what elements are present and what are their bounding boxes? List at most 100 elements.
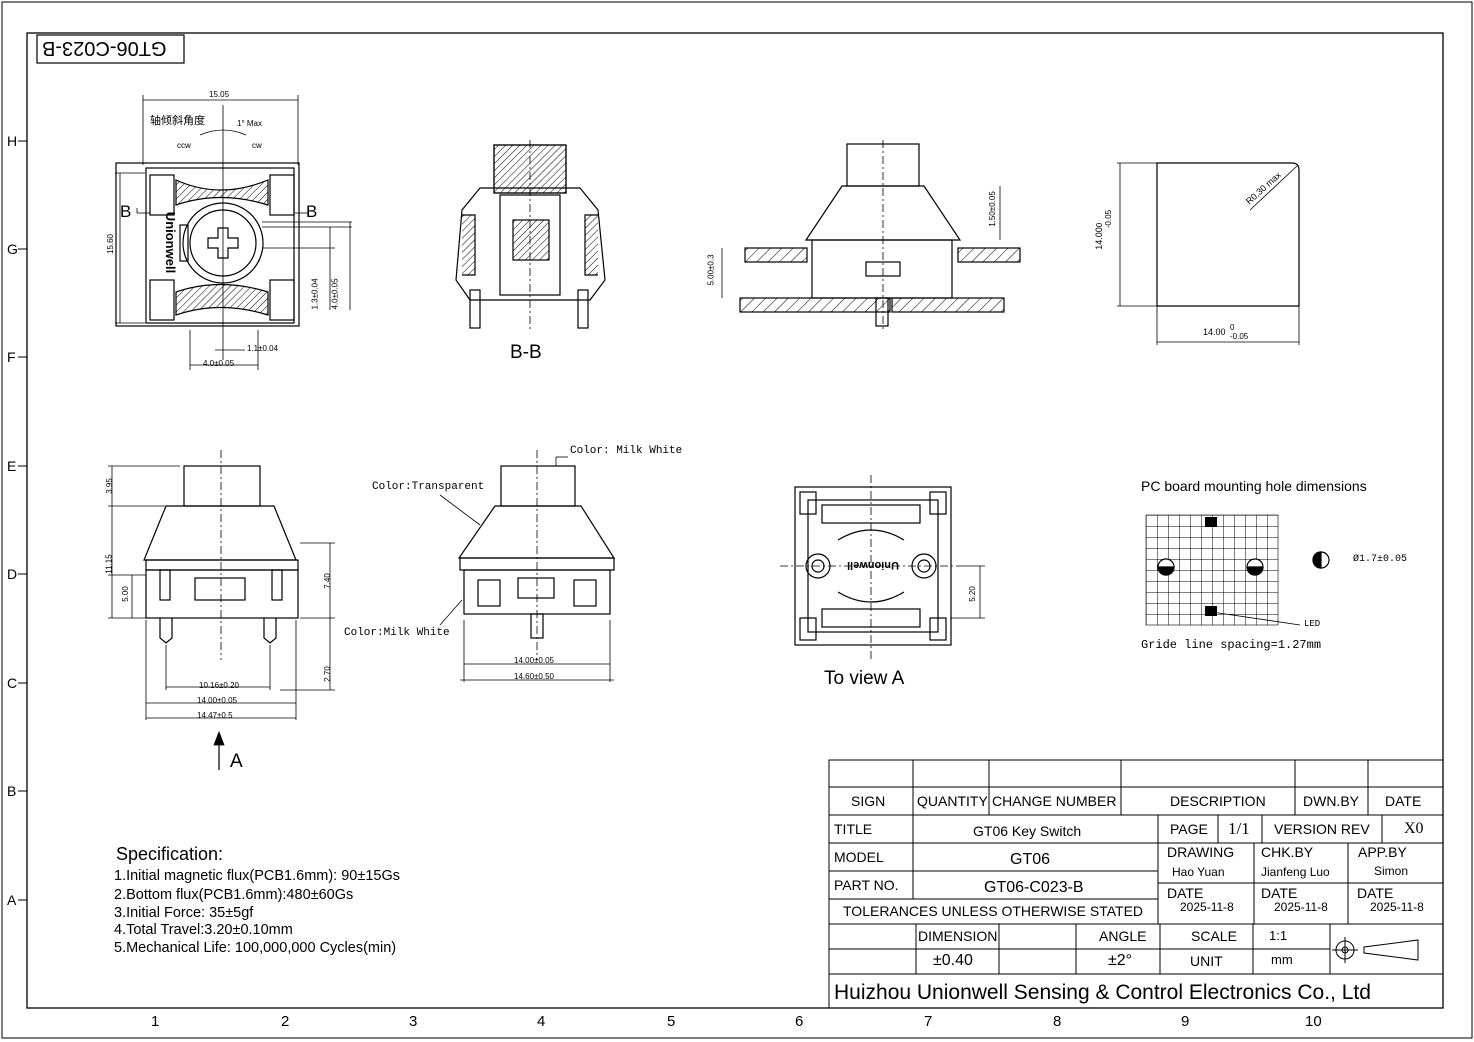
dim-1-50: 1.50±0.05 (987, 191, 997, 227)
side-mounted-drawing (721, 140, 1021, 330)
tb-title-value: GT06 Key Switch (973, 823, 1082, 839)
tb-part-label: PART NO. (834, 877, 899, 893)
tb-quantity: QUANTITY (917, 793, 988, 809)
spec-item-2: 2.Bottom flux(PCB1.6mm):480±60Gs (114, 887, 354, 903)
pcb-hole-grid (1145, 514, 1330, 626)
zone-number-3: 3 (409, 1013, 418, 1030)
pcb-hole-dimension: Ø1.7±0.05 (1353, 554, 1408, 565)
zone-number-4: 4 (537, 1013, 546, 1030)
tb-date-value-3: 2025-11-8 (1370, 900, 1424, 914)
title-block-grid (828, 759, 1444, 1009)
zone-letter-d: D (7, 566, 18, 582)
tb-date-label-1: DATE (1167, 885, 1204, 901)
dim-14-47: 14.47±0.5 (197, 711, 233, 720)
zone-letter-g: G (7, 241, 18, 257)
section-bb-drawing (455, 140, 606, 330)
dim-5-00: 5.00±0.3 (706, 254, 716, 286)
tb-angle-value: ±2° (1108, 952, 1133, 969)
zone-number-8: 8 (1053, 1013, 1062, 1030)
dim-14-00-color: 14.00±0.05 (514, 656, 554, 665)
spec-item-1: 1.Initial magnetic flux(PCB1.6mm): 90±15… (114, 868, 400, 884)
tb-date-label-2: DATE (1261, 885, 1298, 901)
zone-number-5: 5 (667, 1013, 676, 1030)
tb-scale-value: 1:1 (1269, 928, 1288, 943)
spec-item-4: 4.Total Travel:3.20±0.10mm (114, 922, 293, 938)
color-milk-white-bottom: Color:Milk White (344, 627, 450, 639)
view-a-arrow-label: A (230, 751, 243, 772)
to-view-a-label: To view A (824, 668, 905, 689)
square-tol-lo-horizontal: -0.05 (1230, 332, 1249, 341)
tb-chk-label: CHK.BY (1261, 844, 1314, 860)
zone-number-7: 7 (924, 1013, 933, 1030)
top-view-drawing (115, 162, 300, 327)
tb-version-label: VERSION REV (1274, 821, 1370, 837)
tb-page-label: PAGE (1170, 821, 1208, 837)
brand-top: Unionwell (163, 211, 179, 274)
dim-1-1: 1.1±0.04 (247, 344, 279, 353)
dim-5-20: 5.20 (967, 586, 977, 602)
zone-letter-e: E (7, 458, 17, 474)
tb-scale-label: SCALE (1191, 928, 1237, 944)
tb-change-number: CHANGE NUMBER (992, 793, 1117, 809)
tb-unit-value: mm (1271, 952, 1293, 967)
tilt-label-cn: 轴倾斜角度 (150, 115, 205, 127)
section-bb-label: B-B (510, 342, 542, 363)
zone-letter-a: A (7, 892, 17, 908)
dim-4-0-horizontal: 4.0±0.05 (203, 359, 235, 368)
color-milk-white-top: Color: Milk White (570, 445, 683, 457)
spec-item-5: 5.Mechanical Life: 100,000,000 Cycles(mi… (114, 940, 397, 956)
tb-angle-label: ANGLE (1099, 928, 1147, 944)
tb-company: Huizhou Unionwell Sensing & Control Elec… (834, 981, 1371, 1004)
ccw-label: ccw (177, 141, 191, 150)
pcb-title: PC board mounting hole dimensions (1141, 478, 1367, 494)
dim-3-95: 3.95 (104, 478, 114, 494)
front-view-drawing (143, 450, 299, 660)
dim-2-70: 2.70 (322, 666, 332, 682)
tb-date-value-1: 2025-11-8 (1180, 900, 1234, 914)
square-view-drawing (1117, 162, 1300, 345)
tb-date-value-2: 2025-11-8 (1274, 900, 1328, 914)
top-width-dim: 15.05 (209, 90, 230, 99)
pcb-grid-spacing: Gride line spacing=1.27mm (1141, 638, 1322, 652)
top-view-dimensions (115, 95, 352, 370)
tb-date-header: DATE (1385, 793, 1422, 809)
pcb-led-label: LED (1304, 619, 1321, 629)
front-view-dimensions (108, 465, 335, 770)
tb-unit-label: UNIT (1190, 953, 1223, 969)
tilt-value: 1° Max (237, 119, 262, 128)
tb-page-value: 1/1 (1228, 819, 1250, 838)
drawing-id-box (36, 34, 185, 64)
tb-dimension-value: ±0.40 (933, 952, 973, 969)
tb-app-label: APP.BY (1358, 844, 1407, 860)
bottom-view-drawing (780, 475, 985, 660)
tb-tolerances: TOLERANCES UNLESS OTHERWISE STATED (843, 903, 1144, 919)
drawing-id-rotated: GT06-C023-B (42, 37, 167, 59)
tb-drawing-value: Hao Yuan (1172, 865, 1225, 879)
tb-date-label-3: DATE (1357, 885, 1394, 901)
top-height-dim: 15.60 (106, 233, 116, 255)
cw-label: cw (252, 141, 262, 150)
zone-number-1: 1 (151, 1013, 160, 1030)
brand-bottom: Unionwell (847, 559, 899, 571)
zone-number-2: 2 (281, 1013, 290, 1030)
square-size-horizontal: 14.00 (1203, 327, 1226, 337)
square-tol-hi-horizontal: 0 (1230, 323, 1235, 332)
tb-version-value: X0 (1404, 820, 1424, 837)
tb-dwn-by: DWN.BY (1303, 793, 1359, 809)
tb-dimension-label: DIMENSION (918, 928, 998, 944)
spec-title: Specification: (116, 844, 224, 864)
dim-7-40: 7.40 (322, 573, 332, 589)
tb-drawing-label: DRAWING (1167, 844, 1235, 860)
dim-10-16: 10.16±0.20 (199, 681, 239, 690)
square-size-vertical: 14.00 (1093, 227, 1104, 250)
square-tol-hi-vertical: 0 (1095, 222, 1105, 228)
color-view-drawing (439, 450, 616, 682)
tb-description: DESCRIPTION (1170, 793, 1266, 809)
dim-14-60-color: 14.60±0.50 (514, 672, 554, 681)
zone-letter-f: F (7, 349, 16, 365)
dim-1-3: 1.3±0.04 (310, 278, 320, 310)
color-transparent: Color:Transparent (372, 481, 485, 493)
tb-sign: SIGN (851, 793, 886, 809)
zone-letter-h: H (7, 133, 18, 149)
